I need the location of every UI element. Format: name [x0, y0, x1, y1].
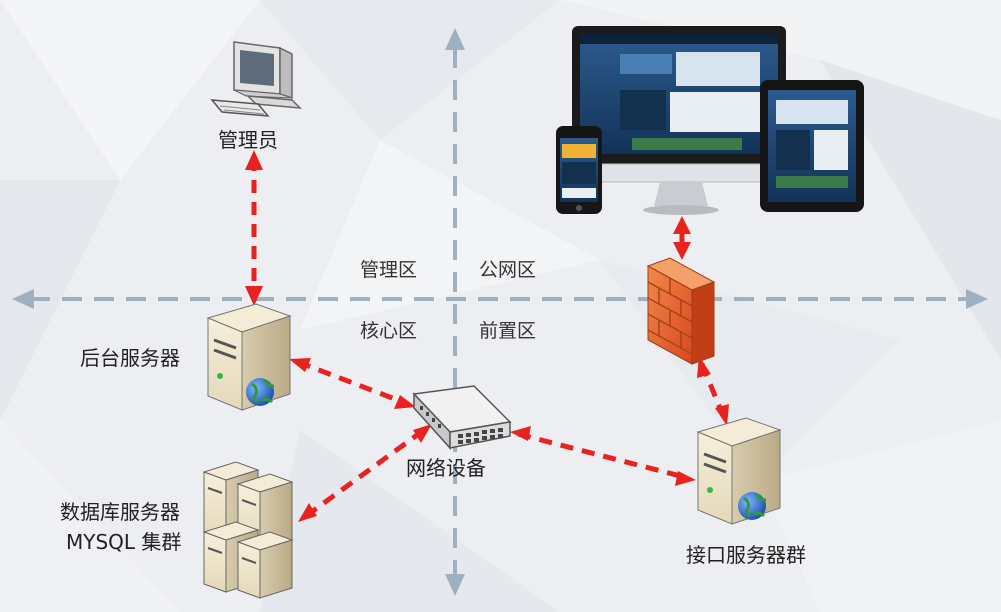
- desktop-computer-icon: [210, 41, 302, 117]
- link-network-api: [517, 431, 689, 481]
- horizontal-axis-arrow-right: [966, 289, 988, 309]
- link-backend-network: [297, 359, 409, 407]
- database-label-line2: MYSQL 集群: [66, 530, 182, 554]
- link-devices-firewall-arrow-top: [673, 216, 691, 234]
- zone-label-management: 管理区: [360, 259, 418, 281]
- link-admin-backend-arrow-top: [245, 150, 263, 170]
- link-network-api-arrow-b: [675, 471, 696, 486]
- connections: [245, 150, 729, 522]
- tablet-icon: [760, 80, 864, 212]
- zone-axes: [12, 28, 988, 596]
- link-backend-network-arrow-a: [289, 358, 311, 372]
- horizontal-axis-arrow-left: [12, 289, 34, 309]
- link-database-network-arrow-b: [413, 424, 432, 443]
- link-backend-network-arrow-b: [394, 395, 416, 409]
- backend-server-icon: [206, 303, 292, 411]
- link-database-network: [304, 427, 426, 519]
- zone-label-front: 前置区: [479, 320, 537, 342]
- link-database-network-arrow-a: [298, 503, 317, 522]
- backend-server-label: 后台服务器: [80, 346, 180, 370]
- vertical-axis-arrow-top: [445, 28, 465, 50]
- link-devices-firewall-arrow-bottom: [673, 242, 691, 260]
- phone-icon: [556, 126, 602, 214]
- vertical-axis-arrow-bottom: [445, 574, 465, 596]
- zone-label-core: 核心区: [360, 320, 418, 342]
- database-label-line1: 数据库服务器: [60, 500, 180, 524]
- link-firewall-api-arrow-b: [715, 404, 729, 426]
- globe-icon: [246, 378, 275, 406]
- server-cluster-icon: [202, 461, 294, 599]
- network-switch-icon: [412, 385, 512, 450]
- api-server-icon: [696, 417, 782, 525]
- firewall-brick-icon: [646, 257, 716, 365]
- zone-label-public: 公网区: [479, 259, 537, 281]
- link-firewall-api-arrow-a: [697, 356, 711, 378]
- link-network-api-arrow-a: [510, 426, 531, 441]
- monitor-icon: [571, 26, 787, 215]
- db-server-front-right: [236, 531, 294, 599]
- globe-icon: [738, 492, 767, 520]
- multi-device-display-icon: [556, 26, 864, 215]
- network-device-label: 网络设备: [406, 456, 486, 480]
- admin-label: 管理员: [218, 128, 278, 152]
- link-admin-backend-arrow-bottom: [245, 286, 263, 306]
- api-cluster-label: 接口服务器群: [686, 543, 806, 567]
